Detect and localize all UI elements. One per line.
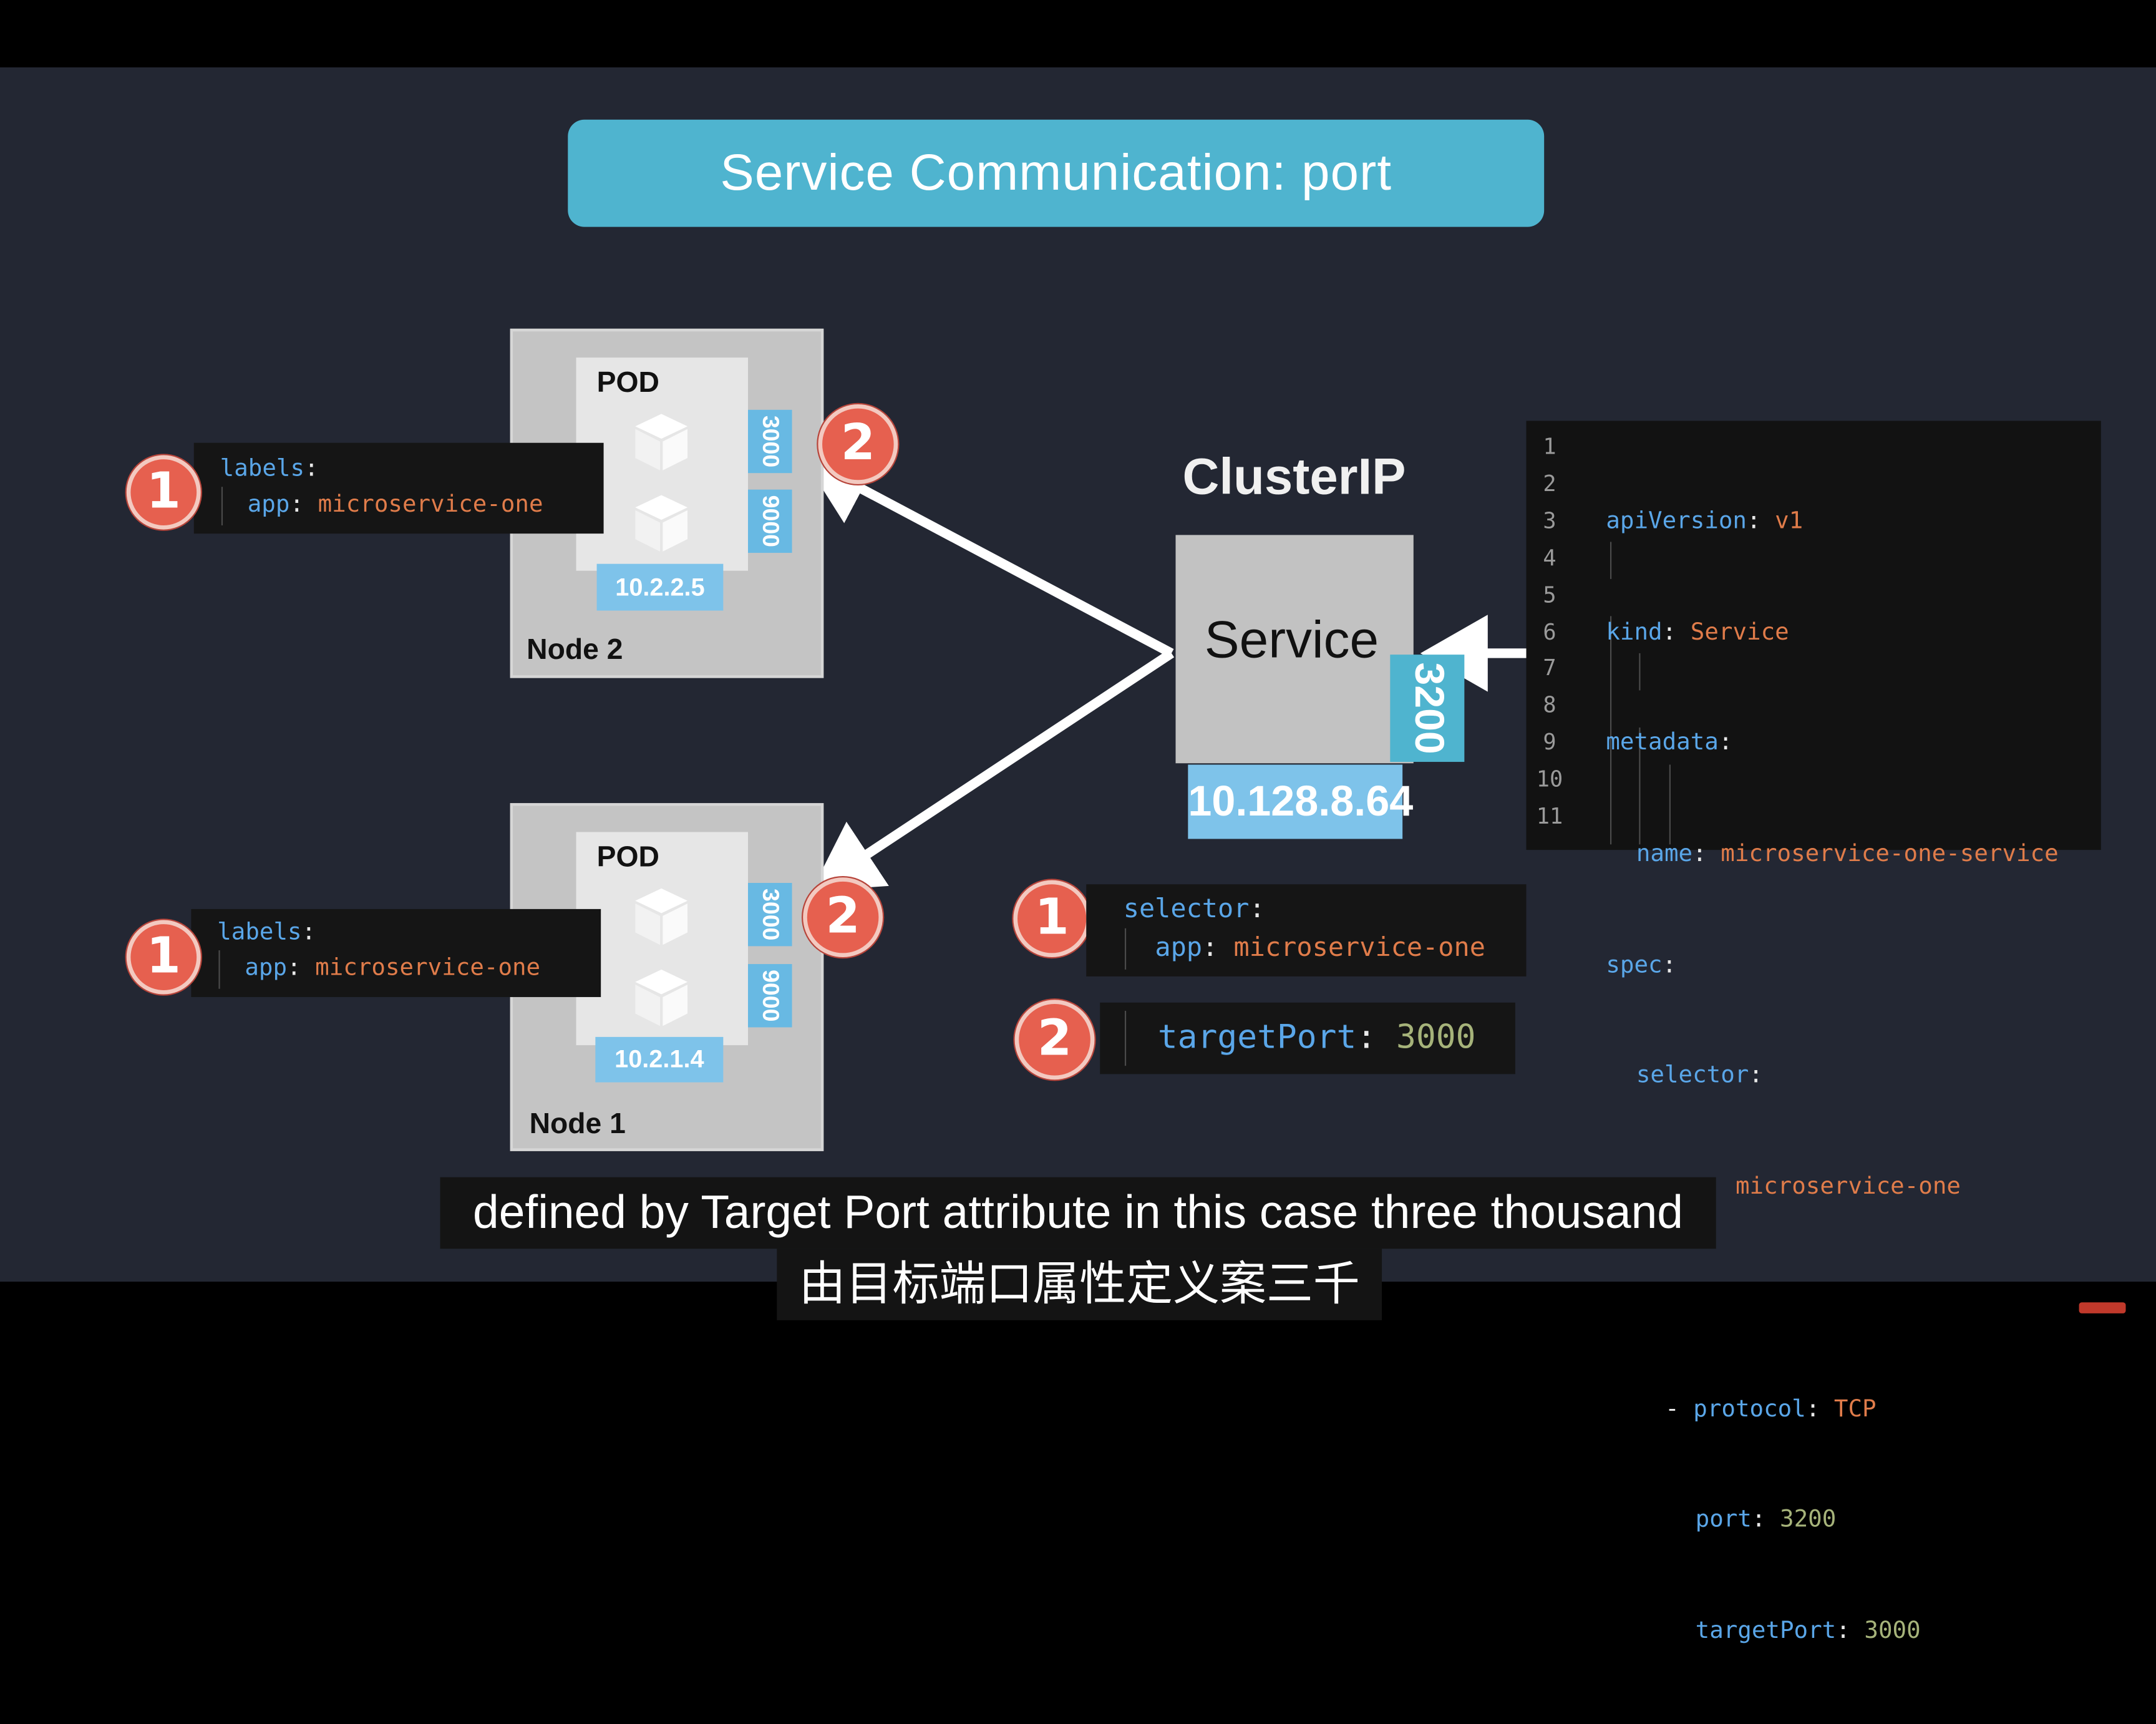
node-1-pod-ip: 10.2.1.4 [595,1036,724,1083]
arrow-service-to-node2 [802,455,1174,658]
node-1-pod-label: POD [596,841,659,874]
badge-2-targetport: 2 [1014,1000,1095,1080]
selector-snippet: selector: app: microservice-one [1086,884,1527,976]
clusterip-label: ClusterIP [1182,448,1406,505]
badge-1-selector: 1 [1013,880,1090,958]
badge-1-node-1: 1 [126,920,201,995]
node-2-port-9000: 9000 [748,489,792,553]
node-2-pod-label: POD [596,367,659,399]
yaml-code: apiVersion: v1 kind: Service metadata: n… [1606,507,2059,1645]
node-2-pod-ip: 10.2.2.5 [596,563,724,611]
node-1-labels-snippet: labels: app: microservice-one [191,908,601,997]
node-1-pod: POD [576,832,749,1046]
node-2-labels-snippet: labels: app: microservice-one [193,442,604,534]
subtitle-chinese: 由目标端口属性定义案三千 [777,1249,1382,1320]
container-icon [635,414,688,470]
node-1-port-9000: 9000 [748,964,792,1028]
container-icon [635,969,688,1026]
node-2-label: Node 2 [527,634,623,666]
yaml-line-numbers: 1 2 3 4 5 6 7 8 9 10 11 [1536,433,1563,830]
targetport-snippet: targetPort: 3000 [1100,1002,1515,1074]
subtitle-english: defined by Target Port attribute in this… [440,1177,1716,1249]
badge-2-node-2: 2 [818,404,898,484]
node-1-label: Node 1 [529,1108,626,1141]
container-icon [635,888,688,945]
node-2-pod: POD [576,358,749,571]
slide-title: Service Communication: port [568,119,1545,227]
arrow-service-to-node1 [811,649,1175,891]
service-box: Service [1175,535,1414,764]
service-port-3200: 3200 [1390,655,1465,762]
video-frame: Service Communication: port Node 2 POD 1… [0,0,2156,1645]
container-icon [635,495,688,552]
service-ip: 10.128.8.64 [1188,764,1413,839]
badge-1-node-2: 1 [126,455,201,530]
subscribe-watermark-icon[interactable] [2079,1302,2126,1313]
badge-2-node-1: 2 [803,877,883,958]
top-letterbox [0,0,2156,67]
node-1-port-3000: 3000 [748,883,792,947]
service-label: Service [1204,611,1379,670]
service-yaml-panel: 1 2 3 4 5 6 7 8 9 10 11 apiVersion: v1 k… [1526,421,2101,1645]
connection-arrows [802,455,1529,891]
node-2-port-3000: 3000 [748,409,792,474]
